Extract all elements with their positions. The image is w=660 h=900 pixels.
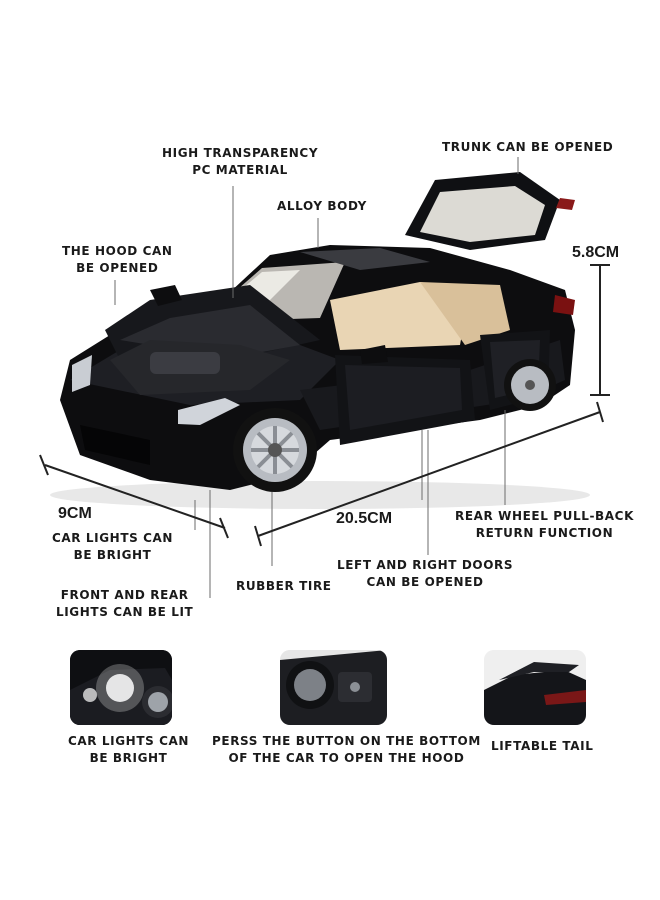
label-rubber-tire: RUBBER TIRE	[236, 579, 332, 593]
dimension-width: 9CM	[58, 505, 92, 522]
label-hood: THE HOOD CAN BE OPENED	[62, 244, 173, 275]
label-trunk: TRUNK CAN BE OPENED	[442, 140, 614, 154]
feature-caption-lights: CAR LIGHTS CAN BE BRIGHT	[68, 734, 190, 765]
dimension-lines	[39, 264, 610, 547]
feature-caption-tail: LIFTABLE TAIL	[491, 739, 594, 753]
underside-button-photo	[280, 650, 387, 725]
label-front-rear-lights: FRONT AND REAR LIGHTS CAN BE LIT	[56, 588, 194, 619]
spoiler-photo	[484, 650, 586, 725]
label-rear-wheel: REAR WHEEL PULL-BACK RETURN FUNCTION	[455, 509, 634, 540]
label-alloy-body: ALLOY BODY	[277, 199, 367, 213]
label-car-lights: CAR LIGHTS CAN BE BRIGHT	[52, 531, 174, 562]
feature-caption-button: PERSS THE BUTTON ON THE BOTTOM OF THE CA…	[212, 734, 481, 765]
dimension-length: 20.5CM	[336, 510, 393, 527]
car-model-image	[50, 172, 590, 509]
label-doors: LEFT AND RIGHT DOORS CAN BE OPENED	[337, 558, 514, 589]
leader-lines	[114, 157, 519, 598]
label-high-transparency: HIGH TRANSPARENCY PC MATERIAL	[162, 146, 319, 177]
dimension-height: 5.8CM	[572, 244, 620, 261]
headlight-photo	[70, 650, 172, 725]
